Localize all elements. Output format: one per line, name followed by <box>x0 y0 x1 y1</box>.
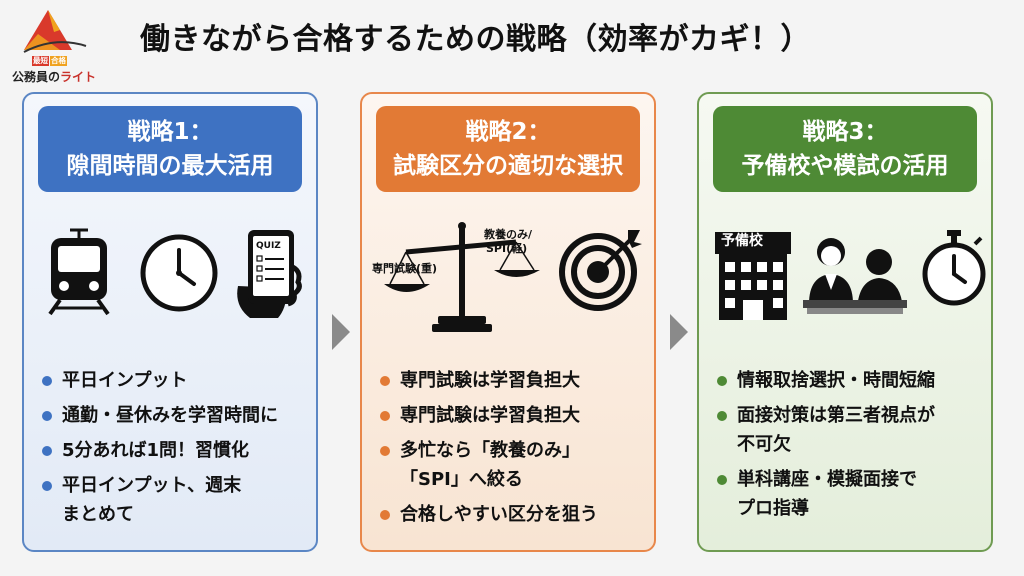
quiz-phone-icon: QUIZ <box>237 230 302 318</box>
list-item: 5分あれば1問！習慣化 <box>40 436 310 465</box>
list-item: 専門試験は学習負担大 <box>378 401 648 430</box>
interview-icon <box>803 238 907 314</box>
bullet-text: 情報取捨選択・時間短縮 <box>737 370 935 391</box>
list-item: 通勤・昼休みを学習時間に <box>40 401 310 430</box>
list-item: 平日インプット <box>40 366 310 395</box>
bullet-dot <box>42 446 52 456</box>
list-item: 専門試験は学習負担大 <box>378 366 648 395</box>
school-sign: 予備校 <box>721 233 763 249</box>
quiz-label: QUIZ <box>256 241 281 251</box>
logo-text: 公務員のライト <box>12 68 96 85</box>
bullet-dot <box>380 510 390 520</box>
bullet-dot <box>42 376 52 386</box>
strategy-header: 戦略3： 予備校や模試の活用 <box>713 106 977 192</box>
logo-badges: 最短 合格 <box>32 56 67 66</box>
strategy-title: 試験区分の適切な選択 <box>393 153 623 179</box>
bullet-dot <box>380 411 390 421</box>
logo-badge: 最短 <box>32 56 49 66</box>
strategy-title: 予備校や模試の活用 <box>741 153 949 179</box>
scale-right-label-line1: 教養のみ/ <box>484 228 533 241</box>
page-title: 働きながら合格するための戦略（効率がカギ！） <box>140 22 811 57</box>
balance-scale-icon <box>384 222 540 332</box>
strategy-panel-2: 戦略2： 試験区分の適切な選択 専門試験(重) 教養のみ/ SPI(軽) <box>360 92 656 552</box>
train-icon <box>48 228 110 316</box>
bullet-text: 面接対策は第三者視点が <box>737 405 935 426</box>
strategy-bullets: 情報取捨選択・時間短縮 面接対策は第三者視点が不可欠 単科講座・模擬面接でプロ指… <box>715 366 985 529</box>
strategy-icons: 専門試験(重) 教養のみ/ SPI(軽) <box>372 222 648 332</box>
bullet-text-continued: 不可欠 <box>737 434 791 455</box>
list-item: 合格しやすい区分を狙う <box>378 500 648 529</box>
strategy-header: 戦略1： 隙間時間の最大活用 <box>38 106 302 192</box>
bullet-dot <box>717 376 727 386</box>
bullet-text: 専門試験は学習負担大 <box>400 370 580 391</box>
bullet-text: 多忙なら「教養のみ」 <box>400 440 580 461</box>
bullet-text: 合格しやすい区分を狙う <box>400 504 598 525</box>
logo-text-prefix: 公務員の <box>12 70 61 84</box>
list-item: 多忙なら「教養のみ」「SPI」へ絞る <box>378 436 648 494</box>
list-item: 平日インプット、週末まとめて <box>40 471 310 529</box>
logo-badge: 合格 <box>50 56 67 66</box>
strategy-panel-1: 戦略1： 隙間時間の最大活用 QUIZ <box>22 92 318 552</box>
stopwatch-icon <box>922 230 986 306</box>
bullet-text: 5分あれば1問！習慣化 <box>62 440 250 461</box>
bullet-dot <box>717 475 727 485</box>
chevron-right-icon <box>332 314 350 350</box>
strategy-number: 戦略2： <box>465 119 551 145</box>
chevron-right-icon <box>670 314 688 350</box>
scale-right-label-line2: SPI(軽) <box>486 242 528 255</box>
bullet-text: 通勤・昼休みを学習時間に <box>62 405 278 426</box>
bullet-text-continued: まとめて <box>62 504 134 525</box>
bullet-text: 単科講座・模擬面接で <box>737 469 917 490</box>
bullet-dot <box>42 411 52 421</box>
strategy-icons: QUIZ <box>34 222 310 322</box>
bullet-dot <box>717 411 727 421</box>
list-item: 情報取捨選択・時間短縮 <box>715 366 985 395</box>
bullet-text: 平日インプット、週末 <box>62 475 242 496</box>
strategy-number: 戦略1： <box>127 119 213 145</box>
strategy-header: 戦略2： 試験区分の適切な選択 <box>376 106 640 192</box>
bullet-dot <box>380 376 390 386</box>
mountain-logo-icon <box>23 10 87 53</box>
strategy-bullets: 専門試験は学習負担大 専門試験は学習負担大 多忙なら「教養のみ」「SPI」へ絞る… <box>378 366 648 535</box>
strategy-bullets: 平日インプット 通勤・昼休みを学習時間に 5分あれば1問！習慣化 平日インプット… <box>40 366 310 535</box>
logo: 最短 合格 公務員のライト <box>10 6 110 86</box>
list-item: 面接対策は第三者視点が不可欠 <box>715 401 985 459</box>
bullet-text: 専門試験は学習負担大 <box>400 405 580 426</box>
strategy-title: 隙間時間の最大活用 <box>66 153 274 179</box>
bullet-dot <box>380 446 390 456</box>
target-icon <box>559 230 642 311</box>
bullet-text-continued: プロ指導 <box>737 498 809 519</box>
strategy-panel-3: 戦略3： 予備校や模試の活用 予備校 <box>697 92 993 552</box>
list-item: 単科講座・模擬面接でプロ指導 <box>715 465 985 523</box>
clock-icon <box>140 234 218 312</box>
scale-left-label: 専門試験(重) <box>372 262 438 275</box>
bullet-text-continued: 「SPI」へ絞る <box>400 469 523 490</box>
school-building-icon <box>715 232 791 320</box>
bullet-dot <box>42 481 52 491</box>
logo-text-accent: ライト <box>60 70 97 84</box>
bullet-text: 平日インプット <box>62 370 188 391</box>
strategy-number: 戦略3： <box>802 119 888 145</box>
strategy-icons: 予備校 <box>709 222 986 322</box>
